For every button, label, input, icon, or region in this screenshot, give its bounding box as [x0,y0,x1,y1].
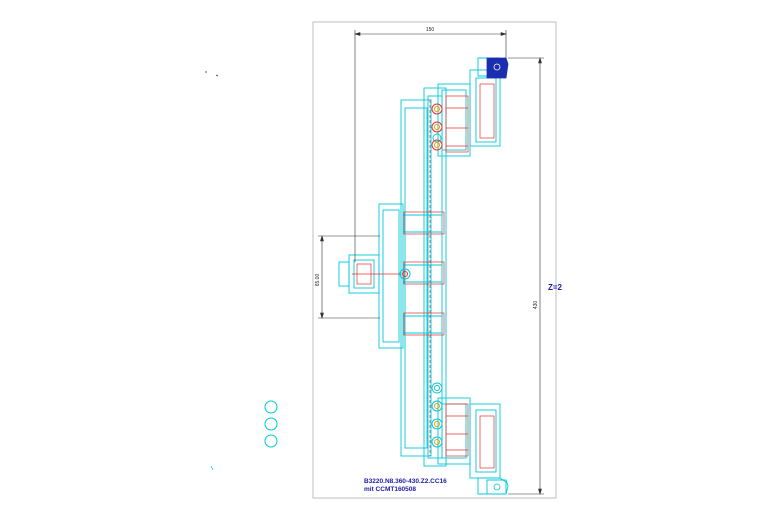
insert-lower [486,479,509,495]
tool-body [338,57,507,495]
dimension-height-label: 430 [533,301,539,310]
screws-upper [431,103,443,151]
insert-spec-label: mit CCMT160508 [364,486,416,493]
part-number-label: B3220.N8.360-430.Z2.CC16 [364,478,447,485]
reference-circles [264,400,278,448]
screws-lower [431,400,443,448]
dimension-shank-label: 65.00 [315,274,321,287]
drawing-frame [312,21,557,499]
adapter-screw [399,268,411,280]
stray-marks [205,71,219,471]
dimension-width [353,30,508,262]
dimension-height [508,56,544,496]
dimension-shank [318,234,380,320]
insert-upper [486,57,509,79]
dimension-width-label: 150 [426,27,435,33]
teeth-count-label: Z=2 [548,283,563,292]
hidden-lines [352,83,495,469]
